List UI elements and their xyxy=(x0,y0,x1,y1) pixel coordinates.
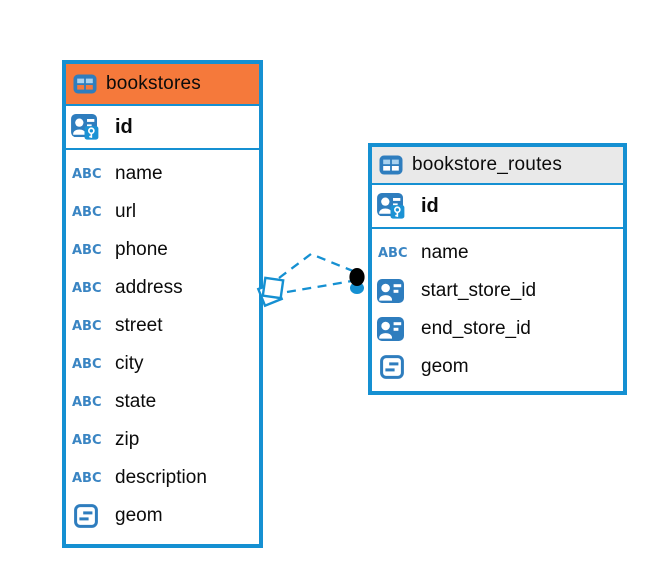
field-name: name xyxy=(421,242,469,263)
field-name: start_store_id xyxy=(421,280,537,301)
field-name: state xyxy=(115,391,157,412)
table-icon xyxy=(73,74,97,94)
field-name: geom xyxy=(115,505,163,526)
reference-icon xyxy=(377,279,404,303)
field-row-address[interactable]: ABC address xyxy=(66,269,259,307)
field-name: id xyxy=(421,194,439,217)
field-name: geom xyxy=(421,356,469,377)
text-type-icon: ABC xyxy=(72,318,102,334)
text-type-icon: ABC xyxy=(72,204,102,220)
table-bookstores[interactable]: bookstores id ABC name ABC url ABC phone… xyxy=(62,60,263,548)
field-name: phone xyxy=(115,239,168,260)
field-name: end_store_id xyxy=(421,318,531,339)
field-row-geom[interactable]: geom xyxy=(372,348,623,386)
field-row-start-store-id[interactable]: start_store_id xyxy=(372,272,623,310)
text-type-icon: ABC xyxy=(72,394,102,410)
relation-line-lower[interactable] xyxy=(286,279,353,294)
field-name: name xyxy=(115,163,163,184)
text-type-icon: ABC xyxy=(72,242,102,258)
field-row-id[interactable]: id xyxy=(66,106,259,150)
geometry-type-icon xyxy=(74,504,98,528)
table-header-bookstore-routes[interactable]: bookstore_routes xyxy=(372,147,623,185)
field-row-description[interactable]: ABC description xyxy=(66,459,259,497)
field-row-phone[interactable]: ABC phone xyxy=(66,231,259,269)
field-name: zip xyxy=(115,429,140,450)
field-row-street[interactable]: ABC street xyxy=(66,307,259,345)
table-icon xyxy=(379,155,403,175)
text-type-icon: ABC xyxy=(72,280,102,296)
field-row-zip[interactable]: ABC zip xyxy=(66,421,259,459)
reference-icon xyxy=(377,317,404,341)
relation-source-marker[interactable] xyxy=(256,276,285,308)
field-row-name[interactable]: ABC name xyxy=(66,155,259,193)
table-name: bookstores xyxy=(106,73,201,94)
field-list: ABC name start_store_id end_store_id geo… xyxy=(372,229,623,386)
primary-key-icon xyxy=(377,193,405,219)
field-row-state[interactable]: ABC state xyxy=(66,383,259,421)
field-row-end-store-id[interactable]: end_store_id xyxy=(372,310,623,348)
relation-target-marker[interactable] xyxy=(349,268,365,294)
field-row-city[interactable]: ABC city xyxy=(66,345,259,383)
geometry-type-icon xyxy=(380,355,404,379)
field-list: ABC name ABC url ABC phone ABC address A… xyxy=(66,150,259,535)
field-name: city xyxy=(115,353,144,374)
text-type-icon: ABC xyxy=(378,245,408,261)
field-row-name[interactable]: ABC name xyxy=(372,234,623,272)
field-name: street xyxy=(115,315,163,336)
primary-key-icon xyxy=(71,114,99,140)
field-name: description xyxy=(115,467,207,488)
table-bookstore-routes[interactable]: bookstore_routes id ABC name start_store… xyxy=(368,143,627,395)
table-header-bookstores[interactable]: bookstores xyxy=(66,64,259,106)
field-name: id xyxy=(115,115,133,138)
text-type-icon: ABC xyxy=(72,432,102,448)
text-type-icon: ABC xyxy=(72,356,102,372)
field-name: url xyxy=(115,201,137,222)
table-name: bookstore_routes xyxy=(412,154,563,175)
field-row-id[interactable]: id xyxy=(372,185,623,229)
relation-line-upper[interactable] xyxy=(278,252,354,279)
field-name: address xyxy=(115,277,183,298)
text-type-icon: ABC xyxy=(72,470,102,486)
text-type-icon: ABC xyxy=(72,166,102,182)
field-row-url[interactable]: ABC url xyxy=(66,193,259,231)
field-row-geom[interactable]: geom xyxy=(66,497,259,535)
